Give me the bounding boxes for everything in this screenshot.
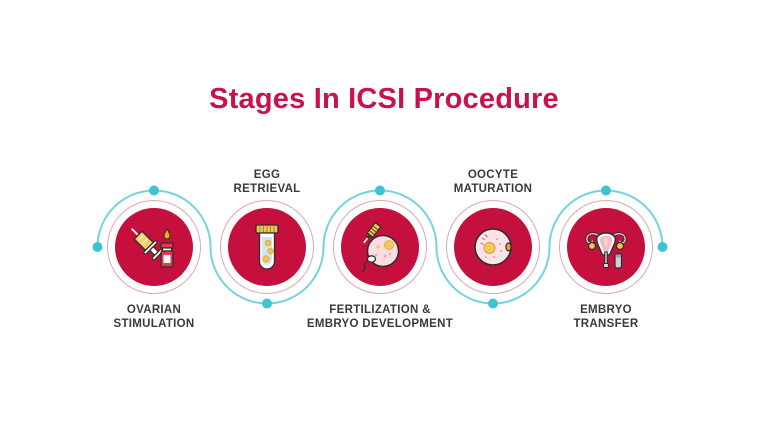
wave-dot	[92, 242, 103, 252]
syringe-vial-icon	[131, 228, 174, 268]
stage-disc	[454, 208, 532, 286]
icsi-needle-egg-icon	[362, 221, 400, 273]
stage-disc	[115, 208, 193, 286]
stage-fertilization-embryo-development: FERTILIZATION & EMBRYO DEVELOPMENT	[305, 160, 455, 340]
wave-dot	[601, 185, 611, 196]
test-tube-icon	[255, 224, 279, 270]
stage-egg-retrieval: EGG RETRIEVAL	[192, 160, 342, 340]
wave-dot	[488, 298, 498, 309]
oocyte-cell-icon	[474, 228, 512, 266]
stage-label: EMBRYO TRANSFER	[573, 304, 639, 330]
wave-dot	[375, 185, 385, 196]
stage-circle	[220, 200, 314, 294]
wave-dot	[262, 298, 272, 309]
stage-disc	[567, 208, 645, 286]
page-title: Stages In ICSI Procedure	[209, 83, 559, 115]
wave-dot	[657, 242, 668, 252]
stage-label: OOCYTE MATURATION	[453, 169, 533, 195]
uterus-catheter-icon	[585, 232, 627, 269]
stage-label: OVARIAN STIMULATION	[113, 304, 195, 330]
stage-circle	[333, 200, 427, 294]
stage-disc	[341, 208, 419, 286]
wave-dot	[149, 185, 159, 196]
stage-label: FERTILIZATION & EMBRYO DEVELOPMENT	[306, 304, 454, 330]
stage-disc	[228, 208, 306, 286]
stage-ovarian-stimulation: OVARIAN STIMULATION	[79, 160, 229, 340]
stage-circle	[446, 200, 540, 294]
stage-label: EGG RETRIEVAL	[233, 169, 301, 195]
stage-embryo-transfer: EMBRYO TRANSFER	[531, 160, 681, 340]
stage-oocyte-maturation: OOCYTE MATURATION	[418, 160, 568, 340]
stage-circle	[107, 200, 201, 294]
stage-circle	[559, 200, 653, 294]
